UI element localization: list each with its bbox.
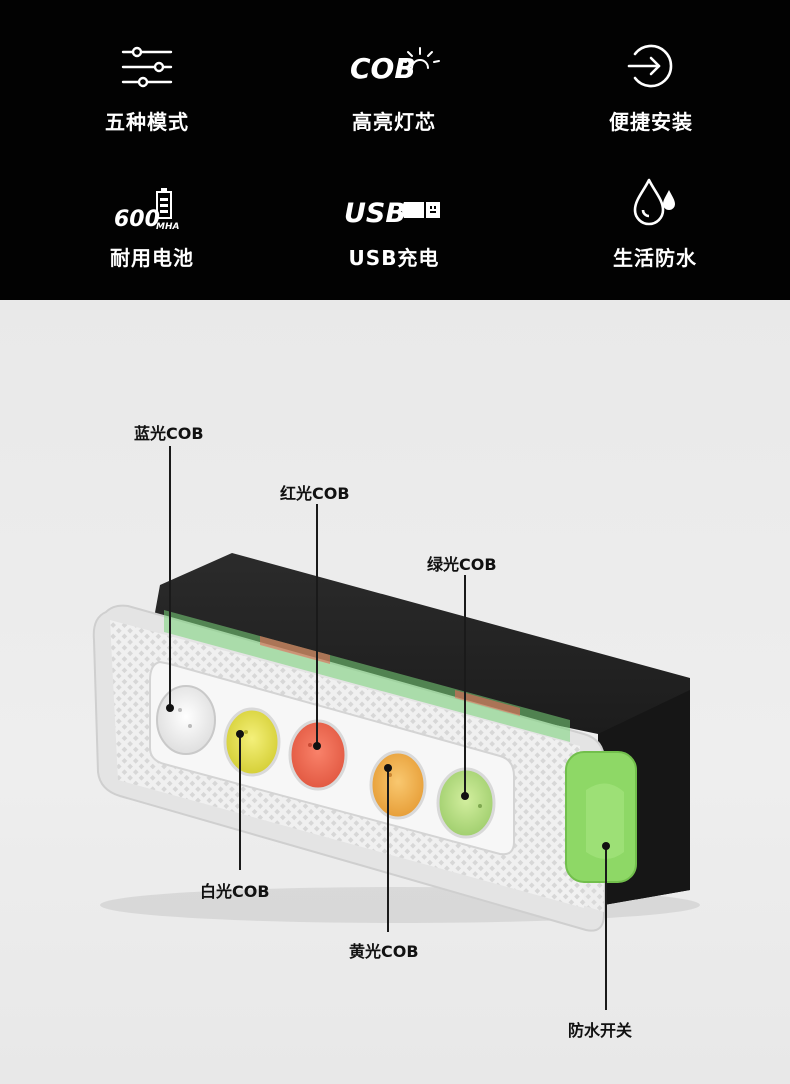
- led-green: [436, 767, 496, 839]
- feature-band: 五种模式 COB 高亮灯芯 便捷安装: [0, 0, 790, 300]
- feature-durable-battery: 600 MHA 耐用电池: [52, 180, 252, 280]
- feature-usb-charge: USB USB充电: [294, 180, 494, 280]
- led-orange: [369, 750, 427, 820]
- callout-dot-red: [313, 742, 321, 750]
- callout-dot-yellow: [384, 764, 392, 772]
- callout-dot-green: [461, 792, 469, 800]
- feature-easy-install: 便捷安装: [551, 40, 751, 140]
- feature-five-modes: 五种模式: [47, 40, 247, 140]
- feature-label: USB充电: [348, 246, 440, 270]
- cob-sun-icon: COB: [350, 47, 440, 85]
- callout-red-cob: 红光COB: [280, 484, 350, 503]
- callout-white-cob: 白光COB: [200, 882, 270, 901]
- callout-dot-white: [236, 730, 244, 738]
- callout-waterproof-switch: 防水开关: [568, 1021, 633, 1040]
- battery-unit-text: MHA: [156, 222, 179, 232]
- water-drops-icon: [633, 178, 675, 226]
- light-body-casing: [150, 553, 690, 906]
- callout-blue-cob: 蓝光COB: [134, 424, 204, 443]
- callout-dot-blue: [166, 704, 174, 712]
- callout-dot-switch: [602, 842, 610, 850]
- feature-label: 高亮灯芯: [352, 110, 436, 134]
- feature-label: 五种模式: [105, 110, 189, 134]
- battery-icon: 600 MHA: [114, 188, 179, 232]
- cob-icon-text: COB: [350, 52, 416, 85]
- led-white: [156, 685, 216, 755]
- feature-label: 耐用电池: [110, 246, 194, 270]
- callout-yellow-cob: 黄光COB: [349, 942, 419, 961]
- feature-waterproof: 生活防水: [555, 176, 755, 280]
- feature-label: 便捷安装: [609, 110, 693, 134]
- callout-green-cob: 绿光COB: [427, 555, 497, 574]
- battery-capacity-text: 600: [114, 207, 160, 232]
- led-yellow: [223, 707, 281, 777]
- usb-icon-text: USB: [344, 198, 406, 228]
- feature-label: 生活防水: [613, 246, 697, 270]
- login-arrow-icon: [627, 44, 673, 88]
- sliders-icon: [121, 46, 173, 88]
- usb-plug-icon: USB: [344, 198, 440, 228]
- feature-bright-core: COB 高亮灯芯: [294, 40, 494, 140]
